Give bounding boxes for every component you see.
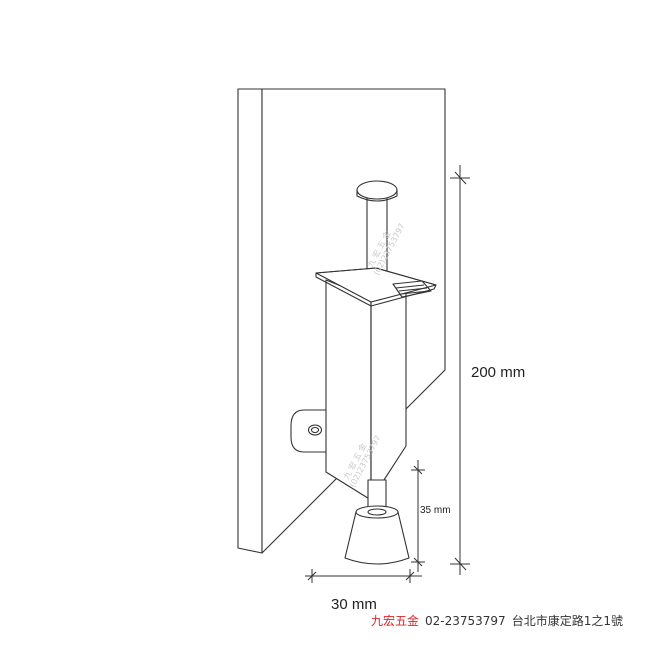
travel-label: 35 mm (420, 505, 451, 516)
plunger-rod (356, 180, 398, 287)
footer-contact: 九宏五金 02-23753797 台北市康定路1之1號 (371, 612, 646, 632)
footer-address: 台北市康定路1之1號 (511, 614, 623, 628)
rubber-foot (344, 505, 410, 565)
height-label: 200 mm (471, 364, 525, 381)
height-dimension-line (450, 165, 470, 575)
mounting-tab (290, 409, 327, 453)
travel-dimension-line (411, 460, 425, 572)
footer-brand: 九宏五金 (371, 614, 420, 628)
width-label: 30 mm (331, 596, 377, 613)
width-dimension-line (305, 569, 422, 583)
footer-phone: 02-23753797 (425, 614, 506, 628)
top-plate (315, 267, 437, 307)
